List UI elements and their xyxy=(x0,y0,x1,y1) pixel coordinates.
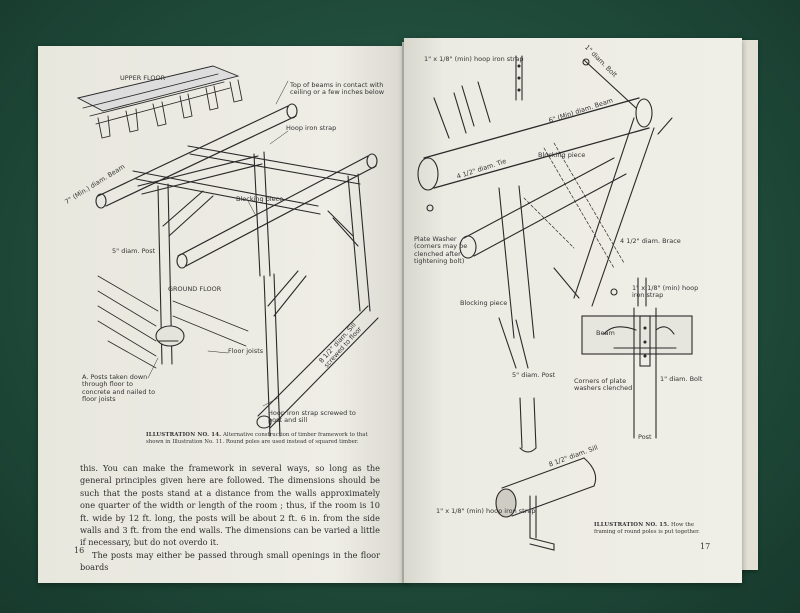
label-upper-floor: UPPER FLOOR xyxy=(120,74,166,82)
label-bolt-detail: 1" diam. Bolt xyxy=(660,375,703,383)
caption-illustration-15: ILLUSTRATION NO. 15. How the framing of … xyxy=(594,522,714,536)
label-ground-floor: GROUND FLOOR xyxy=(168,285,222,293)
caption-text-right: How the framing of round poles is put to… xyxy=(594,522,700,536)
label-blocking-piece-top: Blocking piece xyxy=(538,151,586,159)
label-post: 5" diam. Post xyxy=(112,247,156,255)
caption-illustration-14: ILLUSTRATION NO. 14. Alternative constru… xyxy=(146,432,382,446)
label-blocking-piece-bottom: Blocking piece xyxy=(460,299,508,307)
label-strap-right: 1" x 1/8" (min) hoop iron strap xyxy=(632,284,699,300)
label-hoop-iron-strap-bottom: Hoop iron strap screwed to post and sill xyxy=(268,409,356,425)
body-text: this. You can make the framework in seve… xyxy=(80,462,380,574)
label-brace: 4 1/2" diam. Brace xyxy=(620,237,681,245)
caption-title-right: ILLUSTRATION NO. 15. xyxy=(594,522,670,528)
label-posts-taken: A. Posts taken down through floor to con… xyxy=(82,373,156,404)
paragraph-2: The posts may either be passed through s… xyxy=(80,549,380,573)
label-corners: Corners of plate washers clenched xyxy=(574,377,633,393)
label-top-of-beams: Top of beams in contact with ceiling or … xyxy=(290,81,385,97)
label-strap-top: 1" x 1/8" (min) hoop iron strap xyxy=(424,55,524,63)
paragraph-1: this. You can make the framework in seve… xyxy=(80,463,380,548)
label-floor-joists: Floor joists xyxy=(228,347,264,355)
label-beam-detail: Beam xyxy=(596,329,615,337)
label-post-right: 5" diam. Post xyxy=(512,371,556,379)
page-number-right: 17 xyxy=(700,542,711,551)
left-page xyxy=(38,46,408,583)
page-number-left: 16 xyxy=(74,546,85,555)
label-plate-washer: Plate Washer (corners may be clenched af… xyxy=(414,235,468,266)
label-blocking-piece: Blocking piece xyxy=(236,195,284,203)
illustration-15 xyxy=(417,55,693,551)
illustration-14 xyxy=(76,65,379,437)
label-hoop-iron-strap-top: Hoop iron strap xyxy=(286,124,337,132)
caption-text: Alternative construction of timber frame… xyxy=(146,432,368,446)
label-strap-bottom: 1" x 1/8" (min) hoop iron strap xyxy=(436,507,536,515)
right-page xyxy=(404,38,742,583)
caption-title: ILLUSTRATION NO. 14. xyxy=(146,432,222,438)
label-post-detail: Post xyxy=(638,433,652,441)
